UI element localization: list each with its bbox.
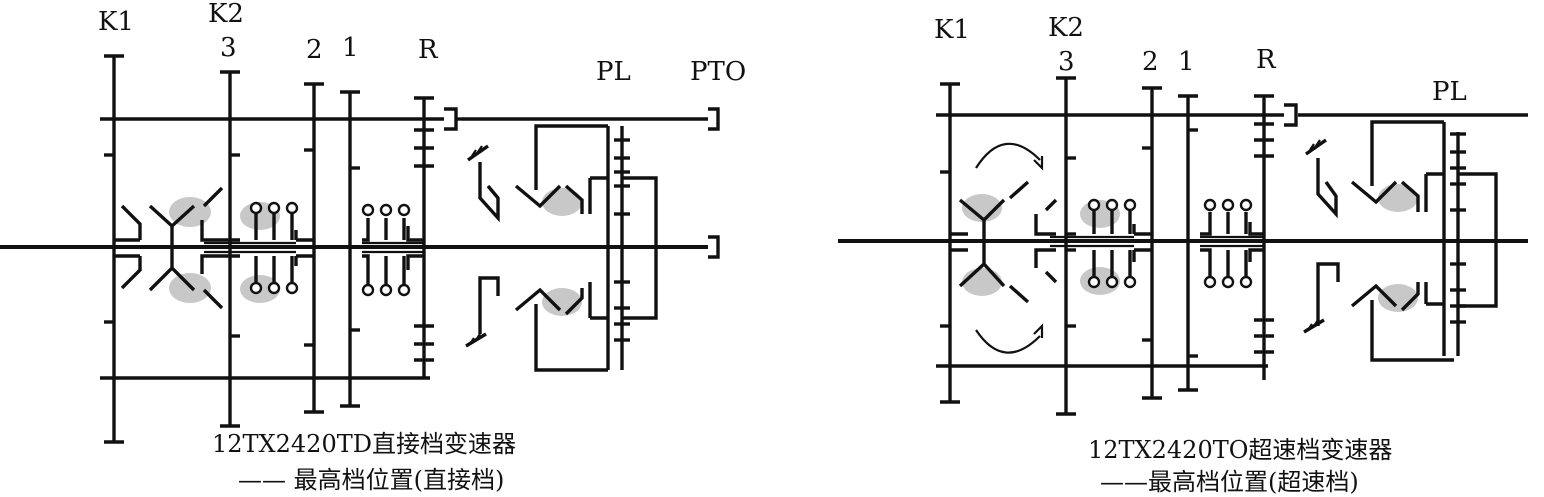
left-label-gear-1: 1: [342, 33, 359, 63]
right-bearing-group-2: [1200, 198, 1264, 289]
left-caption-subtitle: —— 最高档位置(直接档): [238, 466, 504, 494]
right-caption-subtitle: ——最高档位置(超速档): [1100, 468, 1359, 496]
left-planetary-gearset: [514, 124, 658, 372]
left-bearing-group-2: [361, 203, 424, 297]
right-bearing-group-1: [1087, 198, 1137, 289]
left-gear-2: [294, 82, 324, 414]
right-k1-synchronizer: [958, 180, 1058, 304]
right-brake: [1303, 138, 1340, 334]
left-gear-reverse: [406, 96, 434, 378]
right-label-gear-3: 3: [1058, 47, 1075, 77]
right-gear-2: [1132, 86, 1162, 400]
left-label-reverse: R: [418, 35, 439, 65]
right-caption-title: 12TX2420TO超速档变速器: [1088, 436, 1392, 464]
right-label-gear-1: 1: [1178, 47, 1195, 77]
right-transmission-diagram: K1 K2 3 2 1 R PL: [838, 13, 1528, 496]
left-label-gear-3: 3: [220, 33, 237, 63]
right-gear-1: [1178, 94, 1198, 392]
left-k1-synchronizer: [120, 186, 224, 310]
left-label-k2: K2: [208, 0, 244, 29]
left-transmission-diagram: K1 K2 3 2 1 R PL PTO: [0, 0, 746, 494]
left-brake: [465, 144, 500, 348]
right-gear-reverse: [1248, 94, 1274, 380]
left-caption-title: 12TX2420TD直接档变速器: [212, 430, 516, 458]
left-gear-k1: [104, 54, 140, 444]
right-label-pl: PL: [1432, 77, 1467, 107]
right-gear-k1: [940, 82, 968, 404]
right-label-reverse: R: [1256, 45, 1277, 75]
left-gear-k2-3: [220, 70, 240, 428]
left-pto-bracket-main: [708, 235, 720, 259]
left-label-pl: PL: [596, 57, 631, 87]
left-bearing-group-1: [249, 201, 299, 295]
left-coupling: [444, 107, 458, 131]
right-label-gear-2: 2: [1142, 47, 1159, 77]
left-label-pto: PTO: [690, 57, 746, 87]
left-label-gear-2: 2: [306, 35, 323, 65]
right-planetary-gearset: [1350, 120, 1498, 362]
right-label-k1: K1: [934, 15, 970, 45]
right-coupling: [1284, 103, 1298, 127]
left-pto-bracket-top: [708, 107, 720, 131]
left-gear-1: [340, 90, 360, 408]
right-highlight-zones: [962, 184, 1418, 312]
right-label-k2: K2: [1048, 13, 1084, 43]
right-rotation-arrows: [975, 142, 1044, 354]
left-label-k1: K1: [98, 7, 134, 37]
